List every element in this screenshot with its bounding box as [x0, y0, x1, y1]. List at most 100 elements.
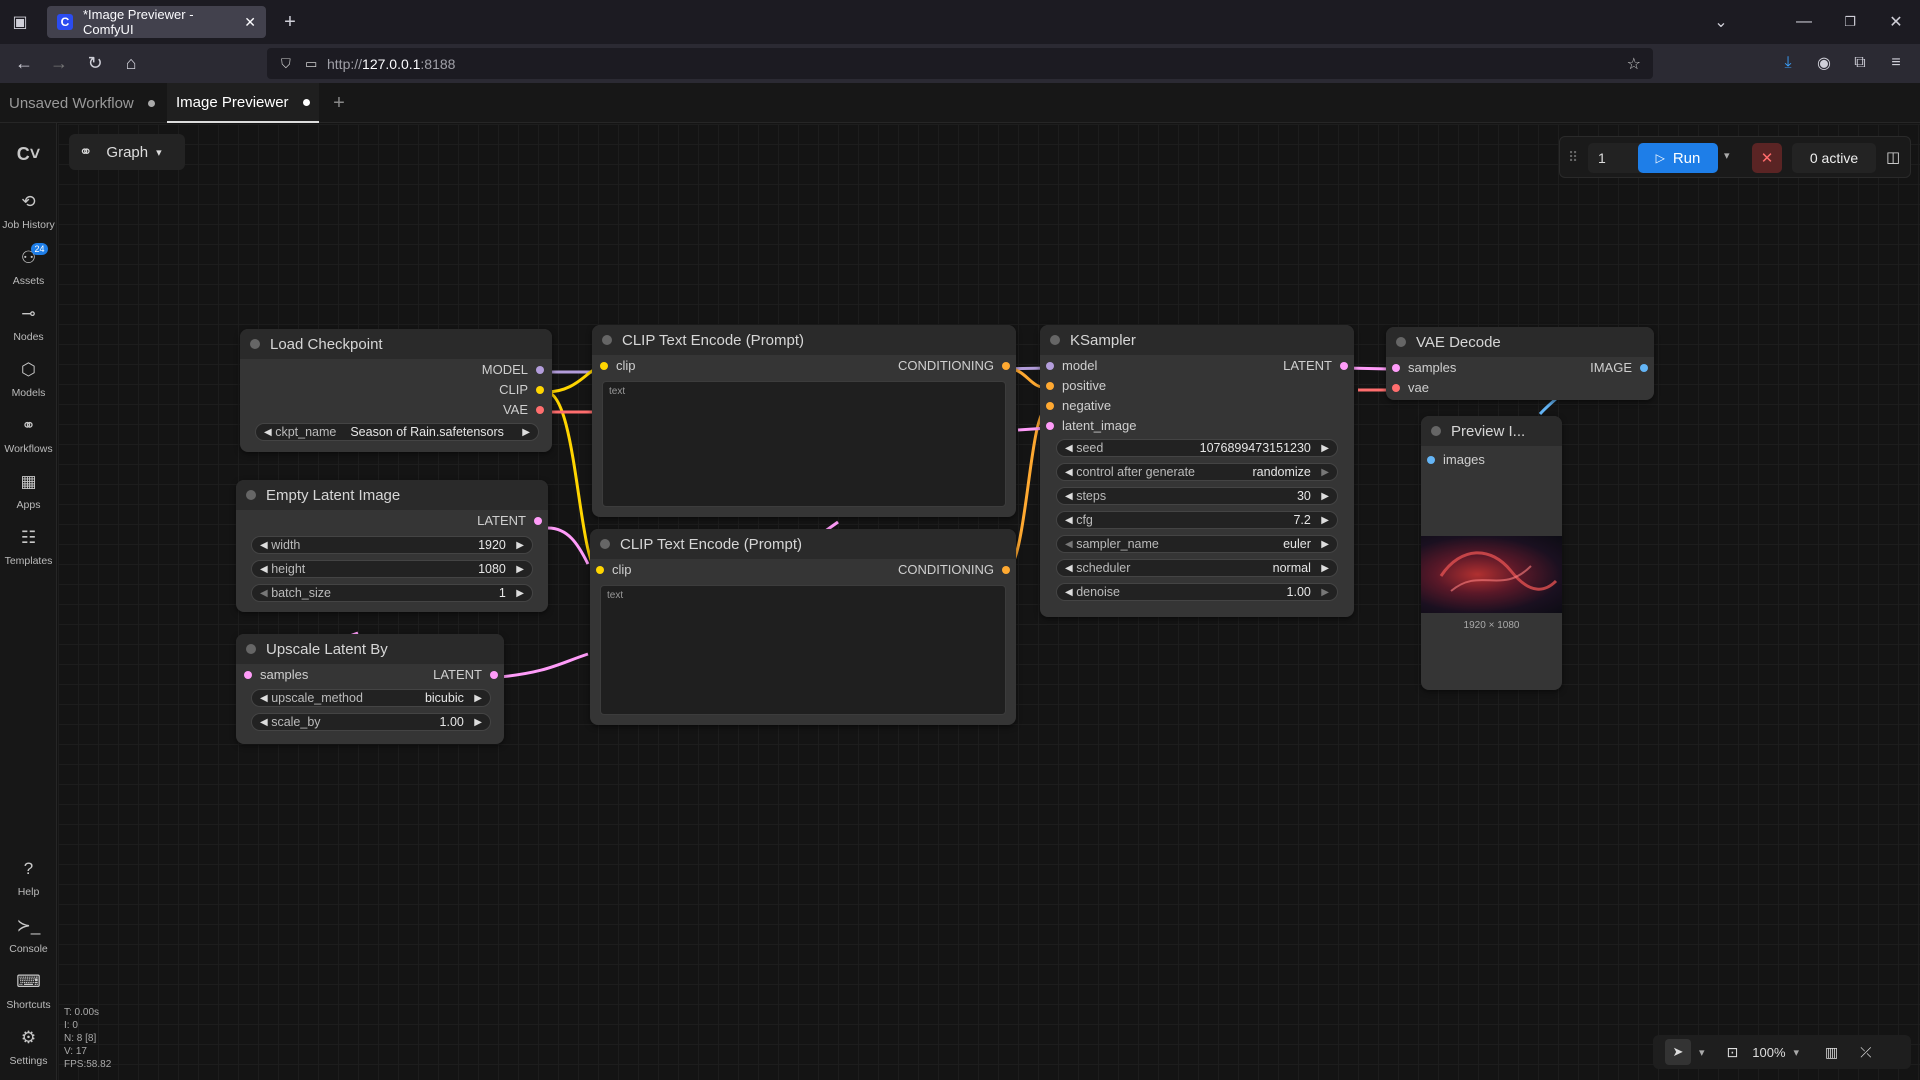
input-negative[interactable]: negative — [1046, 398, 1111, 413]
sidebar-item-assets[interactable]: ⚇ 24 Assets — [0, 243, 57, 287]
input-vae[interactable]: vae — [1392, 380, 1429, 395]
node-title[interactable]: KSampler — [1040, 325, 1354, 355]
browser-tab[interactable]: C *Image Previewer - ComfyUI ✕ — [47, 6, 266, 38]
output-clip[interactable]: CLIP — [499, 382, 544, 397]
node-title[interactable]: CLIP Text Encode (Prompt) — [592, 325, 1016, 355]
sidebar-item-workflows[interactable]: ⚭ Workflows — [0, 415, 57, 455]
sidebar-item-help[interactable]: ? Help — [0, 858, 57, 898]
output-conditioning[interactable]: CONDITIONING — [898, 358, 1010, 373]
node-clip-text-encode-1[interactable]: CLIP Text Encode (Prompt) clip CONDITION… — [592, 325, 1016, 517]
cancel-run-button[interactable]: ✕ — [1752, 143, 1782, 173]
account-icon[interactable]: ◉ — [1817, 55, 1831, 72]
sidebar-item-settings[interactable]: ⚙ Settings — [0, 1027, 57, 1067]
arrow-right-icon[interactable]: ▶ — [1321, 514, 1329, 526]
node-title[interactable]: CLIP Text Encode (Prompt) — [590, 529, 1016, 559]
arrow-left-icon[interactable]: ◀ — [260, 539, 268, 551]
chevron-down-icon[interactable]: ⌄ — [1714, 14, 1728, 31]
zoom-level[interactable]: 100% — [1752, 1044, 1786, 1060]
input-clip[interactable]: clip — [596, 562, 632, 577]
sidebar-item-models[interactable]: ⬡ Models — [0, 359, 57, 399]
home-icon[interactable]: ⌂ — [125, 52, 137, 73]
minimize-icon[interactable]: — — [1796, 13, 1812, 30]
arrow-left-icon[interactable]: ◀ — [260, 563, 268, 575]
sidebar-item-apps[interactable]: ▦ Apps — [0, 471, 57, 511]
node-vae-decode[interactable]: VAE Decode samples vae IMAGE — [1386, 327, 1654, 400]
sidebar-item-console[interactable]: ≻_ Console — [0, 915, 57, 955]
arrow-left-icon[interactable]: ◀ — [260, 716, 268, 728]
node-title[interactable]: Upscale Latent By — [236, 634, 504, 664]
arrow-left-icon[interactable]: ◀ — [1065, 538, 1073, 550]
prompt-textarea[interactable]: text — [602, 381, 1006, 507]
node-title[interactable]: VAE Decode — [1386, 327, 1654, 357]
close-tab-icon[interactable]: ✕ — [244, 13, 256, 30]
arrow-right-icon[interactable]: ▶ — [1321, 538, 1329, 550]
input-samples[interactable]: samples — [1392, 360, 1456, 375]
minimap-icon[interactable]: ▥ — [1825, 1043, 1839, 1060]
arrow-left-icon[interactable]: ◀ — [260, 587, 268, 599]
input-samples[interactable]: samples — [244, 667, 308, 682]
drag-handle-icon[interactable]: ⠿ — [1568, 149, 1579, 165]
arrow-left-icon[interactable]: ◀ — [1065, 490, 1073, 502]
output-model[interactable]: MODEL — [482, 362, 544, 377]
download-icon[interactable]: ⤓ — [1784, 54, 1792, 71]
output-latent[interactable]: LATENT — [433, 667, 498, 682]
sidebar-item-job-history[interactable]: ⟲ Job History — [0, 191, 57, 231]
sidebar-item-shortcuts[interactable]: ⌨ Shortcuts — [0, 971, 57, 1011]
url-bar[interactable]: ⛉ ▭ http:// 127.0.0.1 :8188 ☆ — [267, 48, 1653, 79]
hide-links-icon[interactable]: ⤫ — [1860, 1043, 1872, 1060]
preview-image-thumbnail[interactable] — [1421, 536, 1562, 613]
queue-active-button[interactable]: 0 active — [1792, 143, 1876, 173]
arrow-left-icon[interactable]: ◀ — [260, 692, 268, 704]
run-options-chevron-icon[interactable]: ▾ — [1724, 150, 1730, 162]
chevron-down-icon[interactable]: ▾ — [1793, 1046, 1800, 1059]
arrow-right-icon[interactable]: ▶ — [1321, 466, 1329, 478]
arrow-left-icon[interactable]: ◀ — [1065, 514, 1073, 526]
fit-view-icon[interactable]: ⊡ — [1726, 1043, 1739, 1060]
output-vae[interactable]: VAE — [503, 402, 544, 417]
arrow-right-icon[interactable]: ▶ — [1321, 586, 1329, 598]
node-clip-text-encode-2[interactable]: CLIP Text Encode (Prompt) clip CONDITION… — [590, 529, 1016, 725]
sidebar-item-nodes[interactable]: ⊸ Nodes — [0, 303, 57, 343]
arrow-right-icon[interactable]: ▶ — [1321, 490, 1329, 502]
arrow-left-icon[interactable]: ◀ — [264, 426, 272, 438]
arrow-right-icon[interactable]: ▶ — [516, 563, 524, 575]
arrow-left-icon[interactable]: ◀ — [1065, 562, 1073, 574]
chevron-down-icon[interactable]: ▾ — [1699, 1046, 1705, 1059]
node-preview-image[interactable]: Preview I... images 1920 × 1080 — [1421, 416, 1562, 690]
arrow-left-icon[interactable]: ◀ — [1065, 442, 1073, 454]
node-title[interactable]: Load Checkpoint — [240, 329, 552, 359]
restore-icon[interactable]: ❐ — [1844, 14, 1856, 29]
arrow-right-icon[interactable]: ▶ — [516, 539, 524, 551]
run-button[interactable]: ▷ Run — [1638, 143, 1718, 173]
graph-canvas[interactable]: Load Checkpoint MODEL CLIP VAE ◀ ckpt_na… — [58, 124, 1920, 1080]
graph-mode-button[interactable]: ⚭ Graph ▾ — [69, 134, 185, 170]
add-workflow-icon[interactable]: + — [333, 91, 345, 114]
node-ksampler[interactable]: KSampler model positive negative latent_… — [1040, 325, 1354, 617]
arrow-left-icon[interactable]: ◀ — [1065, 466, 1073, 478]
node-upscale-latent-by[interactable]: Upscale Latent By samples LATENT ◀ upsca… — [236, 634, 504, 744]
forward-icon[interactable]: → — [50, 52, 68, 73]
node-load-checkpoint[interactable]: Load Checkpoint MODEL CLIP VAE ◀ ckpt_na… — [240, 329, 552, 452]
input-clip[interactable]: clip — [600, 358, 636, 373]
tab-list-icon[interactable]: ▣ — [12, 14, 28, 31]
arrow-right-icon[interactable]: ▶ — [1321, 442, 1329, 454]
node-title[interactable]: Empty Latent Image — [236, 480, 548, 510]
output-image[interactable]: IMAGE — [1590, 360, 1648, 375]
new-tab-icon[interactable]: + — [284, 10, 296, 33]
reload-icon[interactable]: ↻ — [87, 52, 103, 73]
arrow-right-icon[interactable]: ▶ — [474, 716, 482, 728]
comfy-logo[interactable]: C˅ — [0, 143, 57, 165]
sidebar-item-templates[interactable]: ☷ Templates — [0, 527, 57, 567]
arrow-right-icon[interactable]: ▶ — [474, 692, 482, 704]
